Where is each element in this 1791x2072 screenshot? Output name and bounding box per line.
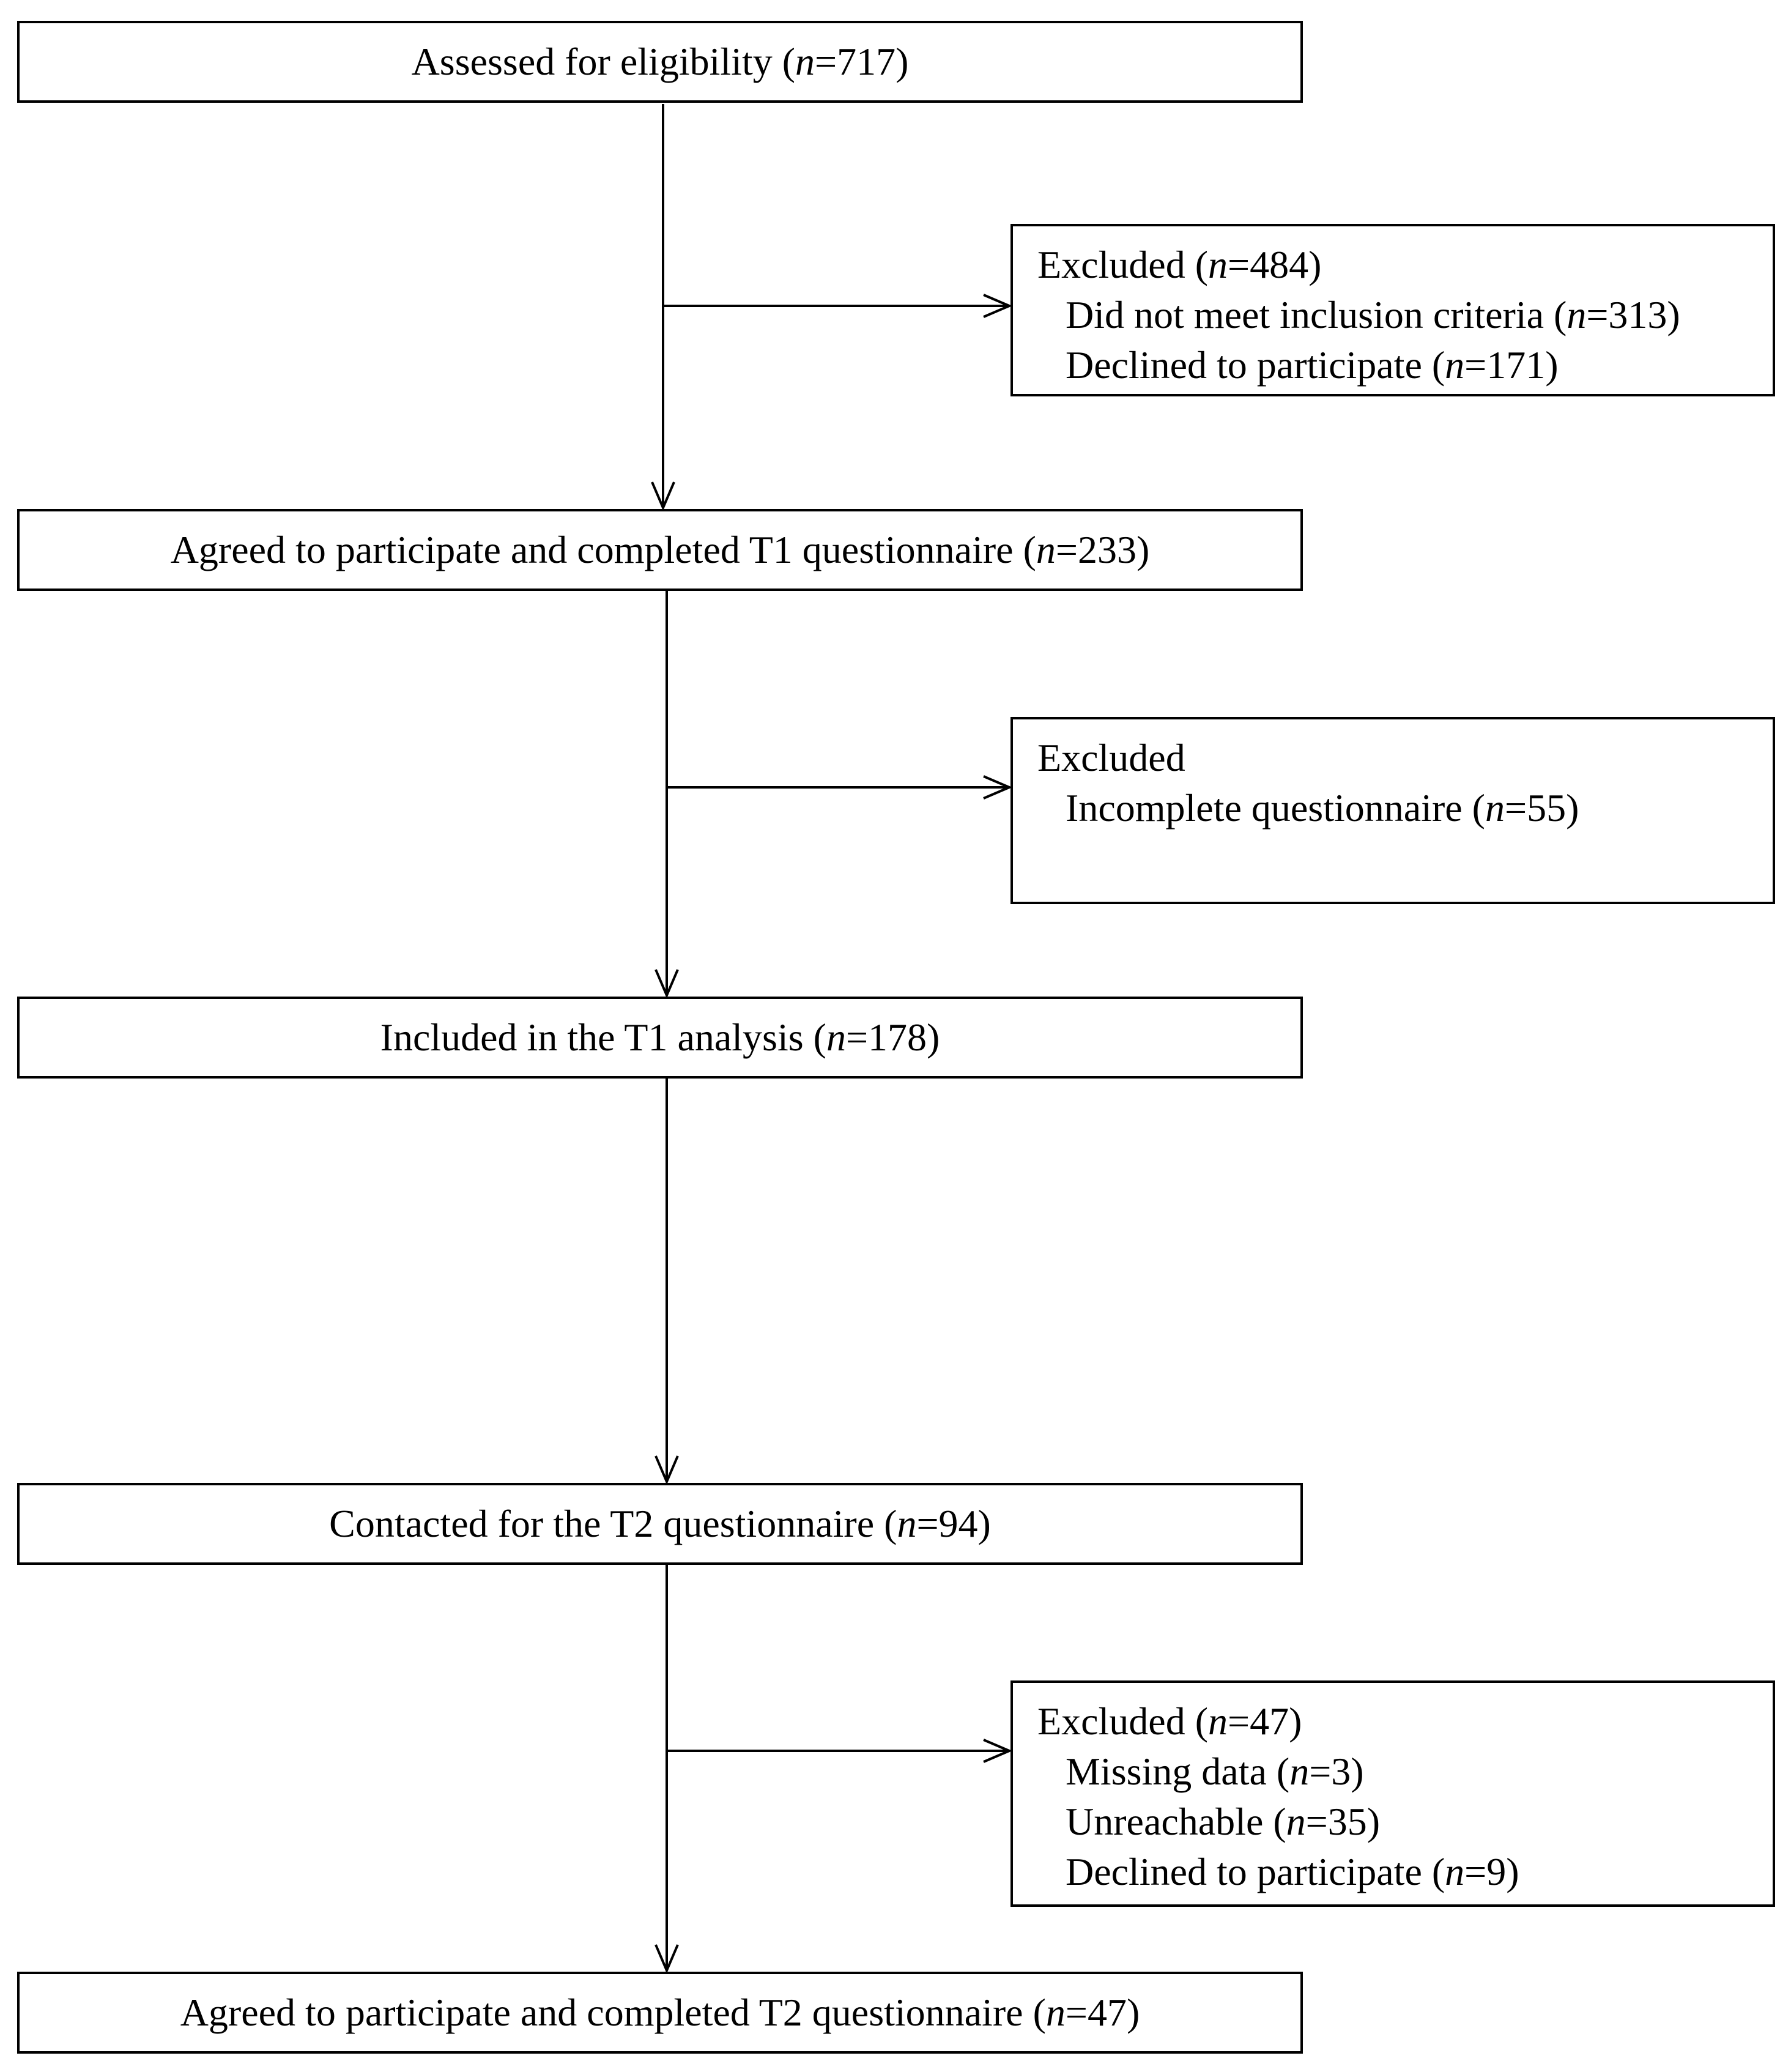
exclusion-heading-label: Excluded ( — [1037, 243, 1208, 286]
exclusion-item-value: =171) — [1464, 343, 1559, 387]
step-value: =178) — [845, 1016, 940, 1059]
n-symbol: n — [1485, 786, 1505, 830]
n-symbol: n — [1445, 343, 1465, 387]
step-contacted-t2: Contacted for the T2 questionnaire (n=94… — [17, 1483, 1303, 1565]
exclusion-item: Missing data (n=3) — [1037, 1747, 1773, 1797]
exclusion-item-value: =55) — [1504, 786, 1579, 830]
exclusion-item: Declined to participate (n=9) — [1037, 1847, 1773, 1897]
n-symbol: n — [1289, 1750, 1310, 1793]
step-label: Agreed to participate and completed T2 q… — [180, 1991, 1046, 2034]
n-symbol: n — [1445, 1850, 1465, 1893]
step-label: Included in the T1 analysis ( — [380, 1016, 826, 1059]
step-included-t1: Included in the T1 analysis (n=178) — [17, 997, 1303, 1079]
step-label: Contacted for the T2 questionnaire ( — [329, 1502, 897, 1545]
exclusion-item-label: Declined to participate ( — [1066, 343, 1445, 387]
exclusion-item: Unreachable (n=35) — [1037, 1797, 1773, 1847]
exclusion-item-value: =3) — [1309, 1750, 1364, 1793]
step-value: =94) — [916, 1502, 991, 1545]
exclusion-heading: Excluded — [1037, 733, 1773, 783]
exclusion-heading-label: Excluded — [1037, 736, 1185, 779]
exclusion-heading-label: Excluded ( — [1037, 1699, 1208, 1743]
exclusion-item: Did not meet inclusion criteria (n=313) — [1037, 290, 1773, 340]
step-value: =47) — [1065, 1991, 1140, 2034]
exclusion-heading-value: =484) — [1228, 243, 1322, 286]
exclusion-item-value: =35) — [1305, 1800, 1381, 1843]
n-symbol: n — [1286, 1800, 1306, 1843]
step-assessed: Assessed for eligibility (n=717) — [17, 21, 1303, 103]
step-value: =717) — [815, 40, 909, 83]
exclusion-item-label: Unreachable ( — [1066, 1800, 1286, 1843]
step-label: Agreed to participate and completed T1 q… — [170, 528, 1036, 571]
exclusion-item-value: =313) — [1586, 293, 1680, 336]
exclusion-item-label: Declined to participate ( — [1066, 1850, 1445, 1893]
exclusion-heading: Excluded (n=484) — [1037, 240, 1773, 290]
step-completed-t1: Agreed to participate and completed T1 q… — [17, 509, 1303, 591]
exclusion-heading: Excluded (n=47) — [1037, 1696, 1773, 1747]
exclusion-item-value: =9) — [1464, 1850, 1519, 1893]
exclusion-item-label: Missing data ( — [1066, 1750, 1290, 1793]
exclusion-item: Incomplete questionnaire (n=55) — [1037, 783, 1773, 833]
n-symbol: n — [1045, 1991, 1066, 2034]
step-completed-t2: Agreed to participate and completed T2 q… — [17, 1972, 1303, 2054]
n-symbol: n — [1208, 243, 1228, 286]
n-symbol: n — [1567, 293, 1587, 336]
exclusion-box-3: Excluded (n=47) Missing data (n=3) Unrea… — [1010, 1680, 1775, 1907]
exclusion-item-label: Incomplete questionnaire ( — [1066, 786, 1485, 830]
exclusion-box-1: Excluded (n=484) Did not meet inclusion … — [1010, 224, 1775, 396]
step-label: Assessed for eligibility ( — [411, 40, 796, 83]
n-symbol: n — [1208, 1699, 1228, 1743]
n-symbol: n — [826, 1016, 846, 1059]
exclusion-box-2: Excluded Incomplete questionnaire (n=55) — [1010, 717, 1775, 904]
step-value: =233) — [1055, 528, 1150, 571]
n-symbol: n — [897, 1502, 917, 1545]
n-symbol: n — [795, 40, 815, 83]
exclusion-heading-value: =47) — [1228, 1699, 1302, 1743]
exclusion-item-label: Did not meet inclusion criteria ( — [1066, 293, 1567, 336]
n-symbol: n — [1036, 528, 1056, 571]
exclusion-item: Declined to participate (n=171) — [1037, 340, 1773, 390]
